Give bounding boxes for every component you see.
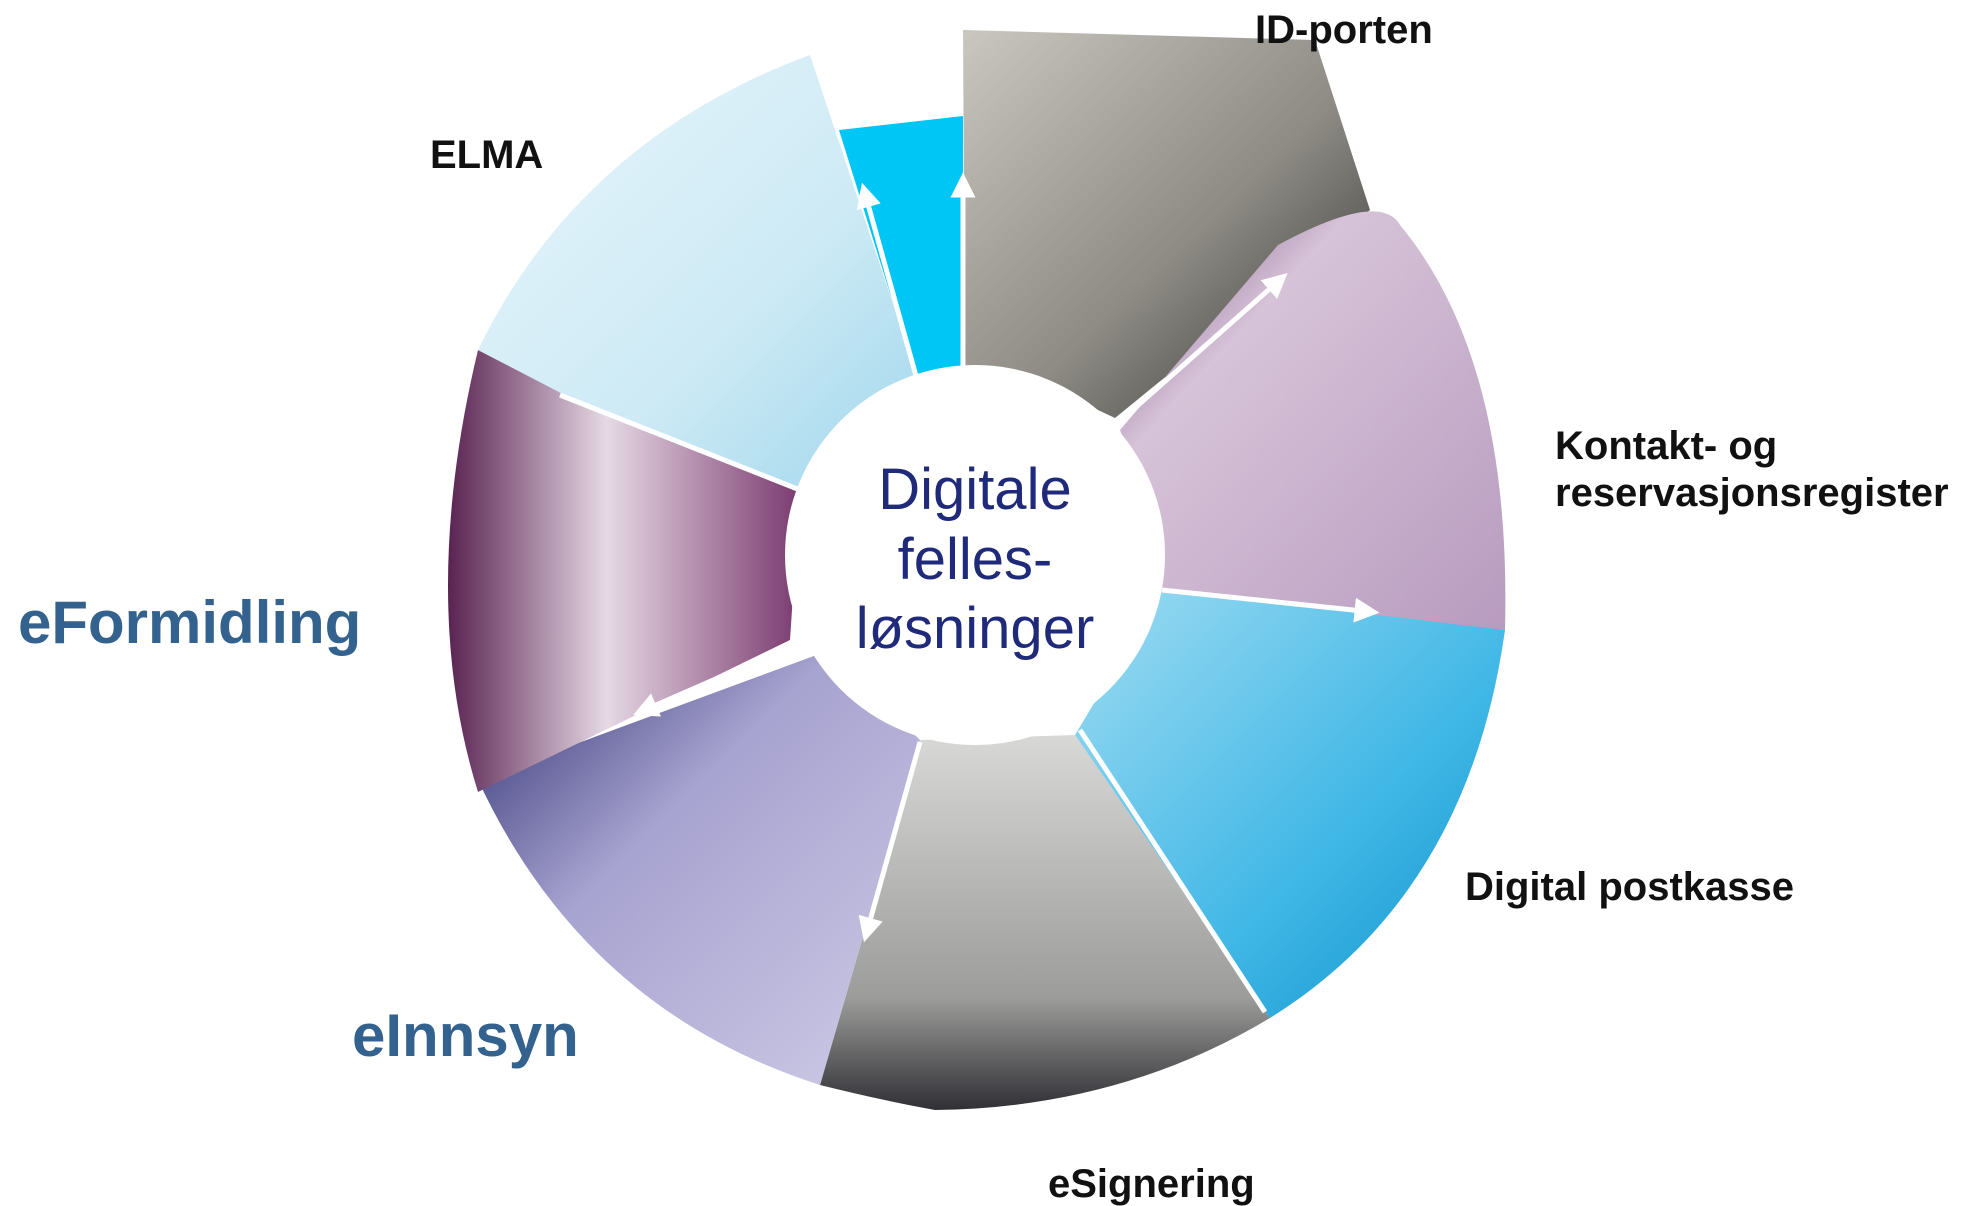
label-eformidling: eFormidling xyxy=(18,589,362,656)
label-idporten: ID-porten xyxy=(1255,8,1433,52)
center-title: Digitale felles- løsninger xyxy=(785,455,1165,664)
postkasse-photo-segment xyxy=(1075,590,1505,1018)
center-title-line-1: Digitale xyxy=(878,457,1072,522)
label-elma: ELMA xyxy=(430,133,544,177)
label-einnsyn: eInnsyn xyxy=(352,1002,579,1069)
center-circle xyxy=(785,365,1165,745)
esignering-photo-segment xyxy=(820,735,1270,1110)
center-title-line-3: løsninger xyxy=(855,596,1095,662)
elma-photo-segment xyxy=(478,55,920,490)
cyan-accent-segment xyxy=(839,116,963,383)
einnsyn-photo-segment xyxy=(478,650,920,1085)
eformidling-photo-segment xyxy=(448,350,800,792)
label-krr-line-1: Kontakt- og xyxy=(1555,424,1778,468)
center-title-line-2: felles- xyxy=(897,526,1053,592)
label-krr-line-2: reservasjonsregister xyxy=(1555,470,1949,515)
segment-separators xyxy=(559,172,1380,1014)
label-esignering: eSignering xyxy=(1048,1162,1255,1206)
label-kontakt-reservasjonsregister: Kontakt- og reservasjonsregister xyxy=(1555,423,1949,517)
label-digital-postkasse: Digital postkasse xyxy=(1465,865,1795,909)
idporten-photo-segment xyxy=(963,30,1370,418)
krr-photo-segment xyxy=(1120,211,1506,630)
